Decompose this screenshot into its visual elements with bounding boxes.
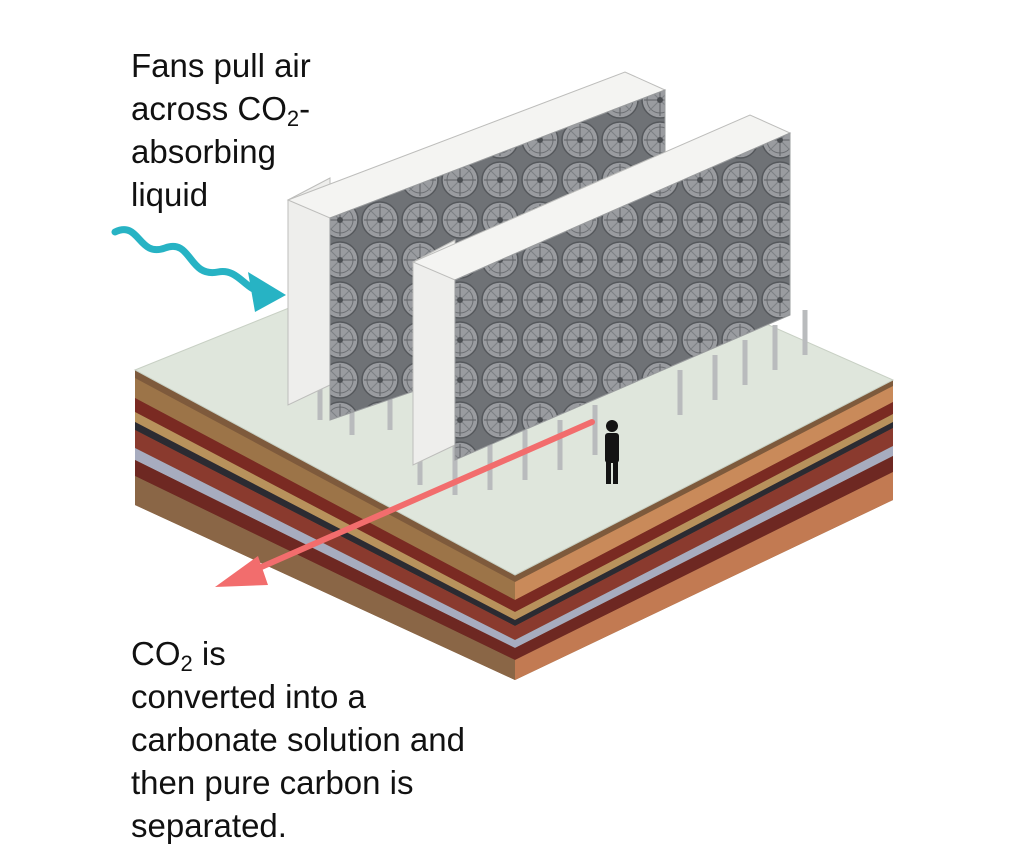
intake-caption-line-1: Fans pull air — [131, 47, 311, 84]
output-caption-line-5: separated. — [131, 807, 287, 844]
intake-arrow-icon — [111, 226, 286, 312]
fan-grid-front — [454, 132, 791, 461]
output-caption-line-1-suffix: is — [192, 635, 226, 672]
output-caption-line-3: carbonate solution and — [131, 721, 465, 758]
output-caption-subscript: 2 — [180, 651, 193, 676]
intake-caption-line-4: liquid — [131, 176, 209, 213]
output-caption-line-4: then pure carbon is — [131, 764, 414, 801]
soil-right-face — [515, 380, 893, 680]
output-caption-line-1-prefix: CO — [131, 635, 181, 672]
output-caption: CO2 is converted into a carbonate soluti… — [131, 632, 465, 847]
intake-caption-line-3: absorbing — [131, 133, 276, 170]
output-caption-line-2: converted into a — [131, 678, 366, 715]
output-arrow-icon — [215, 419, 595, 587]
intake-caption-line-2: across CO2- — [131, 87, 311, 130]
person-silhouette-icon — [605, 420, 619, 484]
intake-caption-line-2-prefix: across CO — [131, 90, 287, 127]
soil-left-face — [135, 370, 515, 680]
intake-caption-line-2-suffix: - — [299, 90, 311, 127]
output-caption-line-1: CO2 is — [131, 632, 465, 675]
intake-caption: Fans pull air across CO2- absorbing liqu… — [131, 44, 311, 216]
fan-unit-front — [411, 114, 808, 495]
intake-caption-subscript: 2 — [286, 106, 300, 131]
